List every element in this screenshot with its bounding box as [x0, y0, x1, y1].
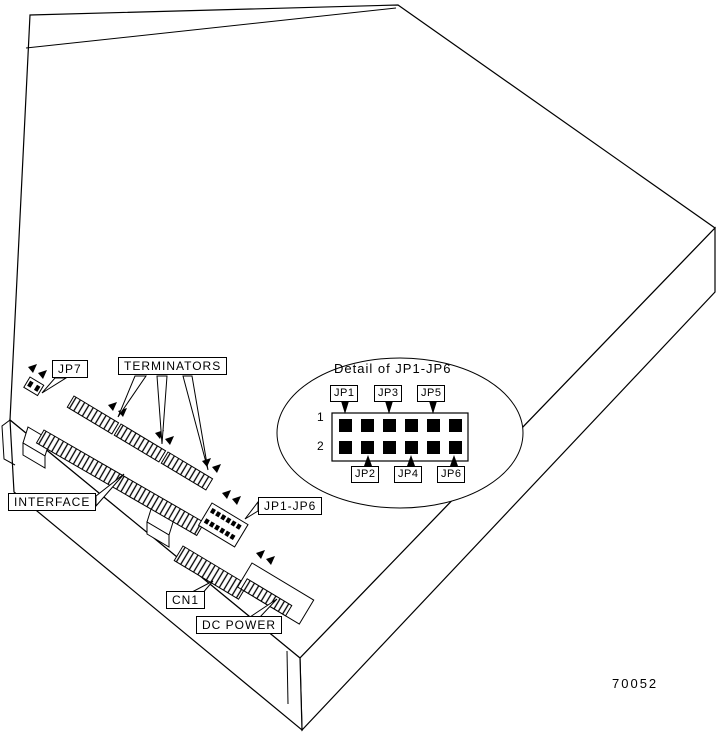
detail-tail-jp3 — [385, 401, 393, 414]
drive-left-corner-notch — [1, 419, 16, 466]
jp7-jumper — [23, 376, 45, 397]
terminators-leader-3 — [182, 375, 209, 471]
detail-tail-jp2 — [364, 455, 372, 466]
detail-tail-jp1 — [341, 401, 349, 414]
interface-connector — [35, 429, 205, 537]
terminator-strip-2 — [113, 423, 167, 463]
detail-tail-jp5 — [429, 401, 437, 414]
detail-tail-jp6 — [450, 455, 458, 466]
detail-jumper-pins — [339, 419, 462, 454]
terminator-strip-1 — [66, 395, 120, 435]
dc-power-connector — [236, 562, 315, 625]
drive-back-edge-sliver — [25, 7, 397, 49]
jp7-leader — [41, 377, 68, 394]
jp1-jp6-block — [197, 502, 249, 548]
mounting-bracket-left — [22, 426, 51, 469]
terminators-leader-1 — [117, 375, 147, 418]
detail-tail-jp4 — [407, 455, 415, 466]
terminators-leader-2 — [156, 375, 168, 445]
front-corner-step — [286, 650, 289, 705]
detail-jumper-block — [331, 412, 469, 462]
cn1-connector — [173, 545, 248, 600]
terminator-strip-3 — [160, 451, 214, 491]
